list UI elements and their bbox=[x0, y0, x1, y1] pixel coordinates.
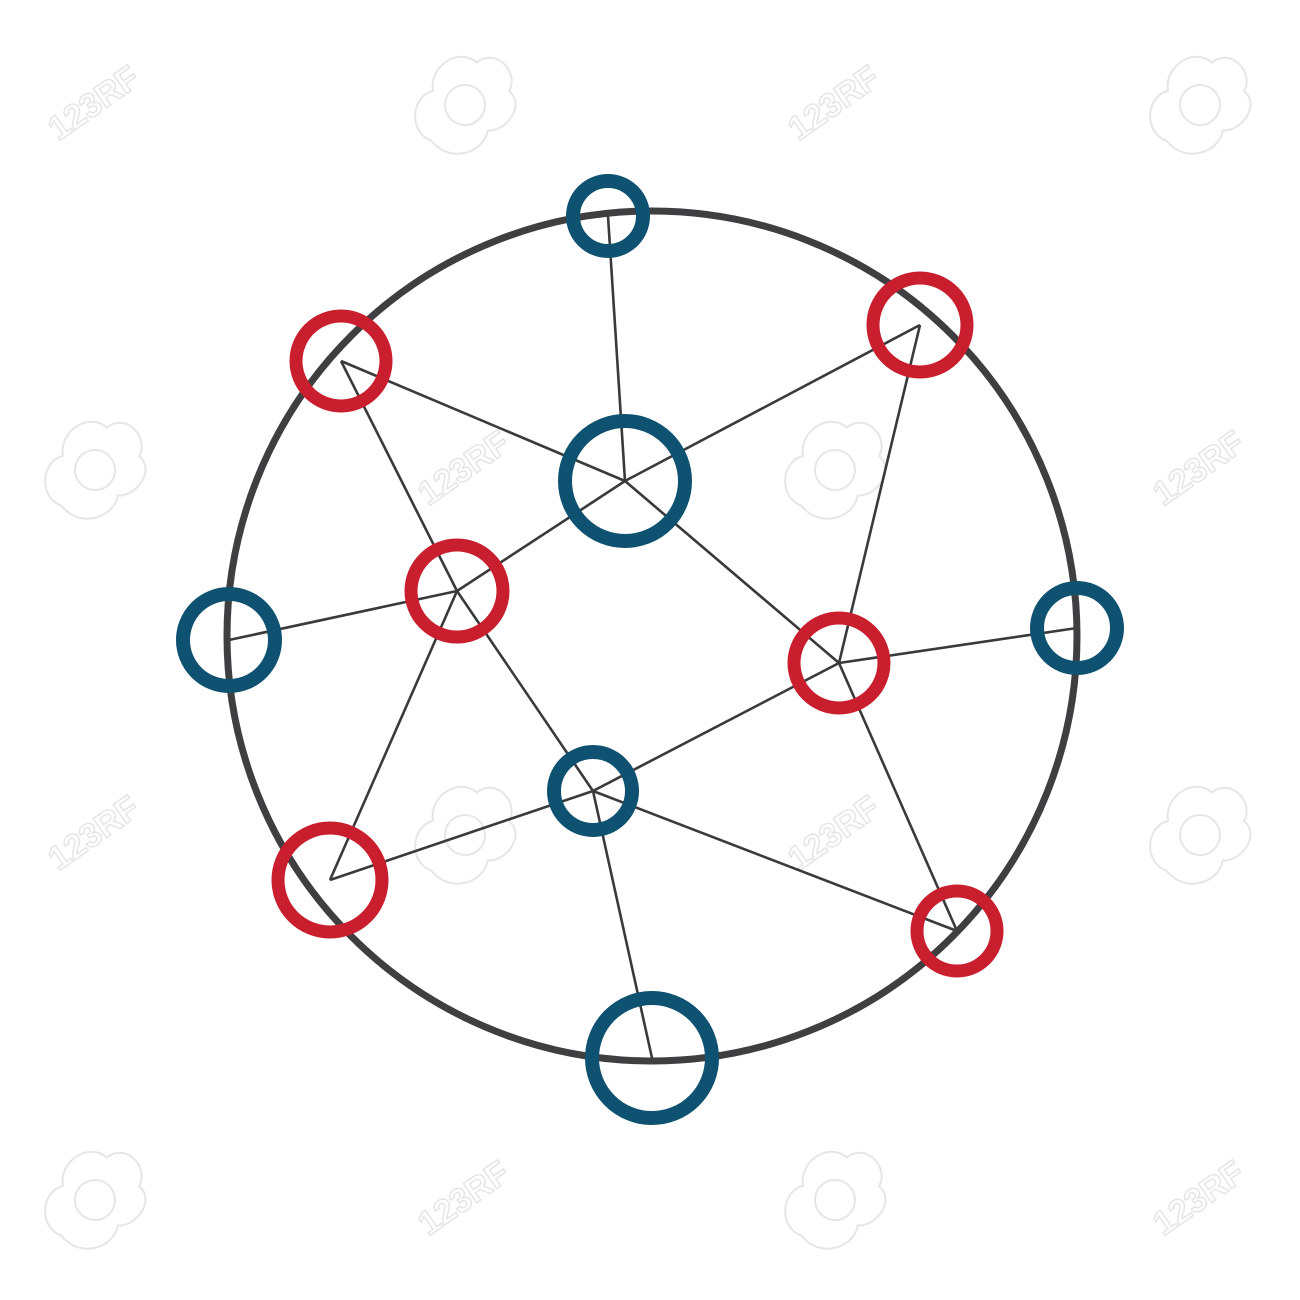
watermark-emblem bbox=[1149, 55, 1252, 155]
node-hub bbox=[558, 414, 692, 548]
node-upper-left bbox=[289, 309, 393, 413]
watermark-emblem bbox=[784, 420, 887, 520]
node-inner-left bbox=[404, 538, 510, 644]
node-left bbox=[176, 587, 282, 693]
watermark-text: 123RF bbox=[1146, 1154, 1251, 1244]
node-lower-left bbox=[271, 821, 389, 939]
edge-center-lower-lower-right bbox=[592, 789, 958, 933]
node-inner-right bbox=[787, 611, 891, 715]
watermark-emblem bbox=[414, 55, 517, 155]
watermark-emblem bbox=[44, 420, 147, 520]
watermark-text: 123RF bbox=[41, 789, 146, 879]
node-circles bbox=[176, 174, 1124, 1125]
node-right bbox=[1030, 581, 1124, 675]
node-center-lower bbox=[547, 745, 639, 837]
edge-left-inner-left bbox=[228, 589, 458, 642]
watermark-emblem bbox=[44, 1150, 147, 1250]
watermark-emblem bbox=[784, 1150, 887, 1250]
node-upper-right bbox=[866, 271, 974, 379]
watermark-text: 123RF bbox=[781, 59, 886, 149]
edge-top-hub bbox=[606, 215, 627, 482]
watermark-text: 123RF bbox=[411, 1154, 516, 1244]
outer-ring bbox=[223, 207, 1081, 1065]
watermark-text: 123RF bbox=[1146, 424, 1251, 514]
watermark-emblem bbox=[414, 785, 517, 885]
edge-upper-right-inner-right bbox=[837, 324, 922, 664]
watermark-emblem bbox=[1149, 785, 1252, 885]
node-top bbox=[566, 174, 650, 258]
node-bottom bbox=[585, 991, 719, 1125]
watermark-text: 123RF bbox=[41, 59, 146, 149]
watermark-text: 123RF bbox=[781, 789, 886, 879]
watermark-text: 123RF bbox=[411, 424, 516, 514]
node-lower-right bbox=[910, 884, 1004, 978]
edge-hub-inner-left bbox=[456, 479, 626, 593]
